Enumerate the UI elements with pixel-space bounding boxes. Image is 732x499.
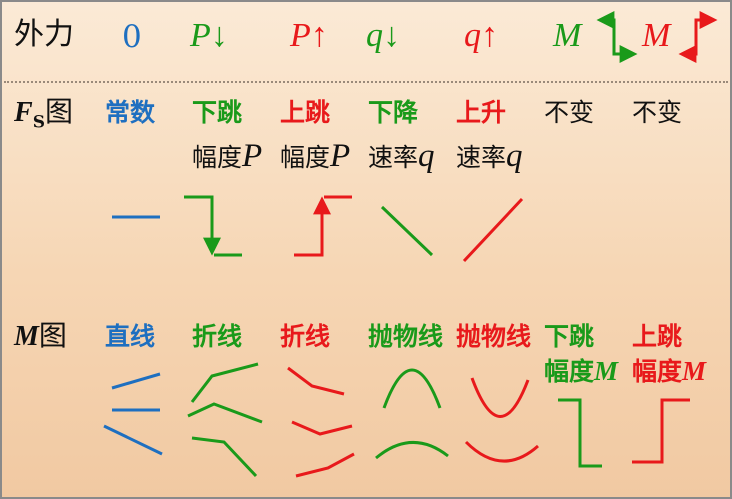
moment-clockwise-icon xyxy=(596,11,638,63)
m-jump-up-line xyxy=(632,398,690,464)
fs-col-unchanged-1: 不变 xyxy=(544,98,595,127)
m-parabola-green-arch xyxy=(382,368,442,409)
fs-magnitude-var: P xyxy=(242,138,263,174)
fs-col-unchanged-2: 不变 xyxy=(632,98,683,127)
fs-col-decrease: 下降 xyxy=(368,98,419,127)
m-broken-green-3 xyxy=(191,436,258,478)
m-magnitude-red: 幅度M xyxy=(632,358,706,385)
fs-magnitude-word: 幅度 xyxy=(192,143,243,172)
m-jump-down-line xyxy=(558,398,602,468)
m-magnitude-word: 幅度 xyxy=(632,357,683,386)
m-magnitude-var: M xyxy=(682,356,707,386)
force-p-down: P↓ xyxy=(190,17,228,54)
m-parabola-red-cup xyxy=(470,377,530,418)
m-col-parabola-red: 抛物线 xyxy=(456,322,532,351)
fs-rate-q-2: 速率q xyxy=(456,140,523,173)
force-q-down: q↓ xyxy=(366,17,400,54)
m-col-straight: 直线 xyxy=(105,322,156,351)
m-magnitude-word: 幅度 xyxy=(544,357,595,386)
m-label-suffix: 图 xyxy=(38,319,67,352)
m-col-parabola-green: 抛物线 xyxy=(368,322,444,351)
m-col-broken-red: 折线 xyxy=(280,322,331,351)
fs-magnitude-word: 幅度 xyxy=(280,143,331,172)
m-broken-red-1 xyxy=(287,366,345,396)
m-straight-line-rising xyxy=(111,372,161,390)
fs-magnitude-p-1: 幅度P xyxy=(192,140,262,173)
fs-rate-word: 速率 xyxy=(368,143,419,172)
fs-magnitude-p-2: 幅度P xyxy=(280,140,350,173)
fs-label-suffix: 图 xyxy=(44,95,73,128)
fs-rate-q-1: 速率q xyxy=(368,140,435,173)
m-col-jump-up: 上跳 xyxy=(632,322,683,351)
moment-counterclockwise-icon xyxy=(678,11,718,63)
fs-magnitude-var: P xyxy=(330,138,351,174)
m-col-broken-green: 折线 xyxy=(192,322,243,351)
fs-rate-word: 速率 xyxy=(456,143,507,172)
m-broken-green-1 xyxy=(190,362,259,403)
header-divider xyxy=(4,81,728,83)
fs-jump-up-line xyxy=(294,196,331,257)
m-diagram-label: M图 xyxy=(14,322,67,351)
force-m-red: M xyxy=(642,17,671,54)
force-q-up: q↑ xyxy=(464,17,498,54)
m-straight-line-falling xyxy=(103,424,163,456)
fs-increase-line xyxy=(462,197,524,263)
m-magnitude-var: M xyxy=(594,356,619,386)
m-parabola-red-low xyxy=(464,440,539,463)
fs-col-jump-up: 上跳 xyxy=(280,98,331,127)
m-broken-red-3 xyxy=(295,452,355,478)
fs-decrease-line xyxy=(380,205,434,257)
fs-rate-var: q xyxy=(506,138,523,174)
m-label-m: M xyxy=(14,321,39,352)
m-col-jump-down: 下跳 xyxy=(544,322,595,351)
fs-label-sub: S xyxy=(32,112,45,133)
fs-label-f: F xyxy=(14,97,33,128)
m-broken-green-2 xyxy=(187,402,263,424)
fs-col-increase: 上升 xyxy=(456,98,507,127)
m-broken-red-2 xyxy=(291,420,353,436)
external-force-label: 外力 xyxy=(14,17,74,52)
fs-col-jump-down: 下跳 xyxy=(192,98,243,127)
force-m-green: M xyxy=(553,17,582,54)
fs-col-constant: 常数 xyxy=(105,98,156,127)
fs-diagram-label: FS图 xyxy=(14,98,73,132)
force-zero: 0 xyxy=(122,19,142,55)
m-parabola-green-low xyxy=(375,441,449,460)
force-p-up: P↑ xyxy=(290,17,328,54)
fs-rate-var: q xyxy=(418,138,435,174)
m-magnitude-green: 幅度M xyxy=(544,358,618,385)
fs-jump-down-line xyxy=(184,195,221,256)
